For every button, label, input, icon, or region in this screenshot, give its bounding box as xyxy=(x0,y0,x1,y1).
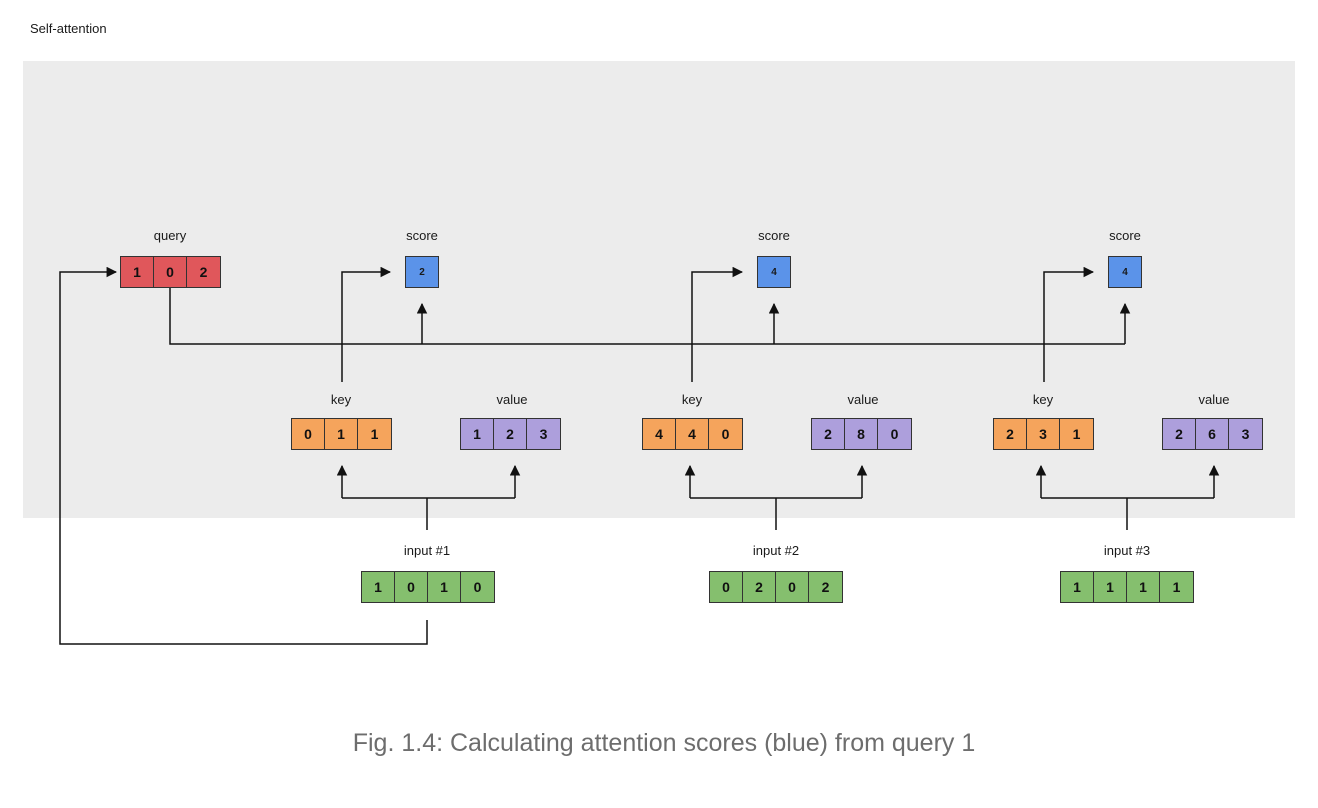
input-cell: 1 xyxy=(1061,572,1094,602)
score1-box: 2 xyxy=(405,256,439,288)
query-cell: 0 xyxy=(154,257,187,287)
key3-to-score3-arrow xyxy=(1043,266,1095,382)
key-cell: 1 xyxy=(1060,419,1093,449)
query-label: query xyxy=(153,228,187,243)
value-cell: 2 xyxy=(1163,419,1196,449)
input-cell: 2 xyxy=(809,572,842,602)
key2-label: key xyxy=(681,392,703,407)
query-bus-line xyxy=(169,288,1125,345)
value1-vector: 1 2 3 xyxy=(460,418,561,450)
input2-split-line xyxy=(690,497,862,530)
input1-split-line xyxy=(342,497,515,530)
input1-label: input #1 xyxy=(403,543,451,558)
score3-box: 4 xyxy=(1108,256,1142,288)
value-cell: 3 xyxy=(527,419,560,449)
input3-label: input #3 xyxy=(1103,543,1151,558)
input1-vector: 1 0 1 0 xyxy=(361,571,495,603)
input3-vector: 1 1 1 1 xyxy=(1060,571,1194,603)
value-cell: 6 xyxy=(1196,419,1229,449)
input-cell: 1 xyxy=(428,572,461,602)
input2-vector: 0 2 0 2 xyxy=(709,571,843,603)
value-cell: 3 xyxy=(1229,419,1262,449)
value-cell: 1 xyxy=(461,419,494,449)
key1-to-score1-arrow xyxy=(341,266,392,382)
query-cell: 1 xyxy=(121,257,154,287)
input3-split-line xyxy=(1041,497,1214,530)
key-cell: 0 xyxy=(292,419,325,449)
key-cell: 4 xyxy=(643,419,676,449)
figure-caption: Fig. 1.4: Calculating attention scores (… xyxy=(352,729,976,757)
value1-label: value xyxy=(496,392,528,407)
key-cell: 1 xyxy=(358,419,391,449)
key-cell: 4 xyxy=(676,419,709,449)
value-cell: 2 xyxy=(812,419,845,449)
key3-label: key xyxy=(1032,392,1054,407)
key2-vector: 4 4 0 xyxy=(642,418,743,450)
input-cell: 0 xyxy=(710,572,743,602)
input-cell: 1 xyxy=(1094,572,1127,602)
input1-to-query-arrow xyxy=(59,266,428,645)
input-cell: 1 xyxy=(1160,572,1193,602)
input-cell: 0 xyxy=(461,572,494,602)
score3-label: score xyxy=(1109,228,1141,243)
key3-vector: 2 3 1 xyxy=(993,418,1094,450)
frame-title: Self-attention xyxy=(30,21,107,36)
value3-label: value xyxy=(1198,392,1230,407)
score1-label: score xyxy=(406,228,438,243)
input-cell: 0 xyxy=(395,572,428,602)
input-cell: 0 xyxy=(776,572,809,602)
input-cell: 1 xyxy=(362,572,395,602)
input2-label: input #2 xyxy=(752,543,800,558)
key2-to-score2-arrow xyxy=(691,266,744,382)
value-cell: 8 xyxy=(845,419,878,449)
value-cell: 0 xyxy=(878,419,911,449)
score2-label: score xyxy=(758,228,790,243)
value-cell: 2 xyxy=(494,419,527,449)
query-cell: 2 xyxy=(187,257,220,287)
value2-vector: 2 8 0 xyxy=(811,418,912,450)
key-cell: 0 xyxy=(709,419,742,449)
key-cell: 1 xyxy=(325,419,358,449)
key1-vector: 0 1 1 xyxy=(291,418,392,450)
input-cell: 2 xyxy=(743,572,776,602)
value3-vector: 2 6 3 xyxy=(1162,418,1263,450)
input-cell: 1 xyxy=(1127,572,1160,602)
key1-label: key xyxy=(330,392,352,407)
query-vector: 1 0 2 xyxy=(120,256,221,288)
score2-box: 4 xyxy=(757,256,791,288)
key-cell: 3 xyxy=(1027,419,1060,449)
key-cell: 2 xyxy=(994,419,1027,449)
value2-label: value xyxy=(847,392,879,407)
